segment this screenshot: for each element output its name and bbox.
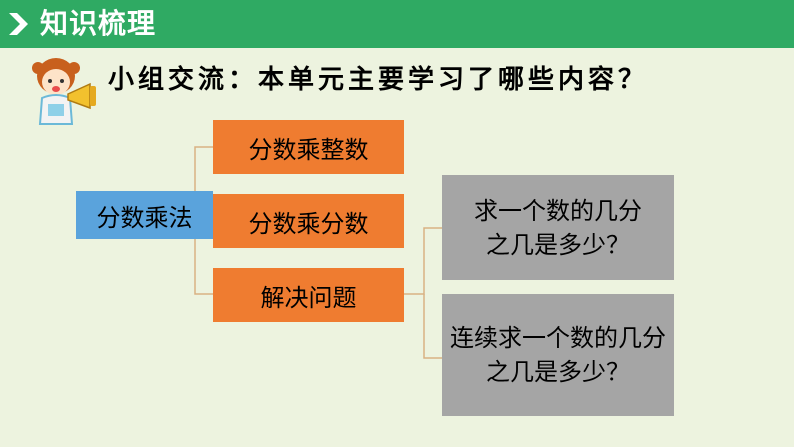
child-node-multiply-fraction: 分数乘分数 [213, 194, 404, 248]
sub-node-consecutive-fraction: 连续求一个数的几分 之几是多少？ [442, 294, 674, 416]
title-bar: 知识梳理 [0, 0, 794, 48]
sub-node-line: 连续求一个数的几分 [450, 324, 666, 352]
page-title: 知识梳理 [40, 7, 157, 40]
discussion-prompt: 小组交流：本单元主要学习了哪些内容？ [108, 65, 649, 95]
sub-node-line: 之几是多少？ [486, 358, 630, 386]
teacher-megaphone-icon [32, 58, 96, 125]
sub-node-line: 之几是多少？ [486, 230, 630, 259]
chevron-right-icon [9, 13, 28, 35]
child-node-multiply-integer: 分数乘整数 [213, 120, 404, 174]
root-node: 分数乘法 [76, 191, 213, 239]
child-node-problem-solving: 解决问题 [213, 268, 404, 322]
sub-node-fraction-of-number: 求一个数的几分 之几是多少？ [442, 175, 674, 280]
sub-node-line: 求一个数的几分 [474, 196, 642, 225]
